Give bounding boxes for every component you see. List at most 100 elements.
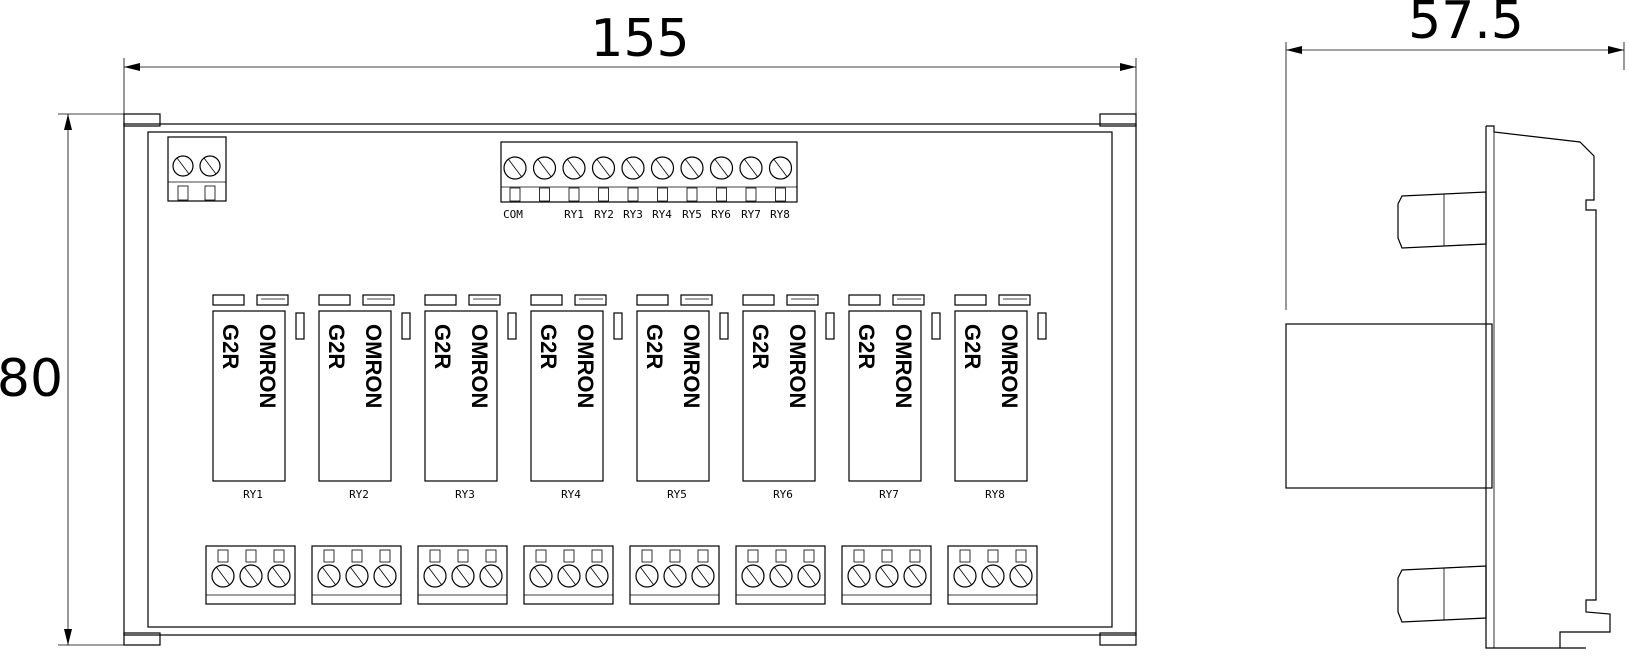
side-view bbox=[1285, 125, 1611, 649]
relay-label: RY8 bbox=[985, 488, 1005, 501]
led-indicator bbox=[1037, 312, 1047, 340]
pcb-outline bbox=[147, 131, 1113, 628]
side-base bbox=[1485, 126, 1586, 649]
relay-pad bbox=[468, 294, 501, 306]
relay-brand: OMRON bbox=[467, 324, 492, 408]
screw-icon bbox=[621, 156, 645, 180]
screw-icon bbox=[239, 564, 263, 588]
output-terminal-block bbox=[205, 545, 296, 605]
relay-pad bbox=[954, 294, 987, 306]
relay-pad bbox=[680, 294, 713, 306]
relay-brand: OMRON bbox=[255, 324, 280, 408]
relay-body bbox=[848, 310, 922, 482]
led-indicator bbox=[401, 312, 411, 340]
housing-outline bbox=[123, 123, 1137, 636]
screw-icon bbox=[532, 156, 557, 180]
relay-body bbox=[318, 310, 392, 482]
screw-icon bbox=[345, 564, 369, 588]
output-terminal-block bbox=[417, 545, 508, 605]
relay-label: RY1 bbox=[243, 488, 263, 501]
relay-pad bbox=[530, 294, 563, 306]
screw-icon bbox=[663, 564, 687, 588]
relay-model: G2R bbox=[430, 324, 455, 369]
signal-terminal-label: COM bbox=[503, 208, 523, 221]
led-indicator bbox=[825, 312, 835, 340]
led-indicator bbox=[719, 312, 729, 340]
output-terminal-blocks bbox=[205, 545, 1038, 605]
screw-icon bbox=[797, 564, 821, 588]
power-terminal-block bbox=[167, 136, 227, 202]
led-indicator bbox=[295, 312, 305, 340]
relay-pad bbox=[574, 294, 607, 306]
relay: G2R OMRON RY3 bbox=[424, 294, 517, 501]
relay-body bbox=[212, 310, 286, 482]
led-indicator bbox=[931, 312, 941, 340]
relay-model: G2R bbox=[642, 324, 667, 369]
screw-icon bbox=[691, 564, 715, 588]
height-dimension-text: 80 bbox=[0, 349, 63, 409]
relay: G2R OMRON RY8 bbox=[954, 294, 1047, 501]
screw-icon bbox=[739, 156, 763, 180]
relay-body bbox=[424, 310, 498, 482]
relay-model: G2R bbox=[748, 324, 773, 369]
screw-icon bbox=[557, 564, 581, 588]
screw-icon bbox=[709, 156, 734, 180]
screw-icon bbox=[680, 156, 704, 180]
rail-clip-top-left bbox=[123, 113, 161, 127]
relay-model: G2R bbox=[218, 324, 243, 369]
relay-body bbox=[742, 310, 816, 482]
relay-model: G2R bbox=[324, 324, 349, 369]
screw-icon bbox=[451, 564, 475, 588]
width-dimension: 155 bbox=[123, 9, 1137, 118]
relay-pad bbox=[636, 294, 669, 306]
screw-icon bbox=[172, 155, 194, 177]
screw-icon bbox=[953, 564, 977, 588]
screw-icon bbox=[741, 564, 765, 588]
screw-icon bbox=[317, 564, 341, 588]
screw-icon bbox=[1009, 564, 1033, 588]
relay-body bbox=[636, 310, 710, 482]
width-dimension-text: 155 bbox=[590, 9, 689, 69]
screw-icon bbox=[423, 564, 447, 588]
screw-icon bbox=[211, 564, 235, 588]
output-terminal-block bbox=[735, 545, 826, 605]
signal-terminal-block bbox=[500, 141, 798, 203]
screw-icon bbox=[479, 564, 503, 588]
relay-pad bbox=[212, 294, 245, 306]
screw-icon bbox=[650, 156, 675, 180]
relay-model: G2R bbox=[854, 324, 879, 369]
output-terminal-block bbox=[523, 545, 614, 605]
relay-model: G2R bbox=[960, 324, 985, 369]
screw-icon bbox=[981, 564, 1005, 588]
relay-model: G2R bbox=[536, 324, 561, 369]
relay-pad bbox=[892, 294, 925, 306]
relay-pad bbox=[848, 294, 881, 306]
relay-brand: OMRON bbox=[679, 324, 704, 408]
screw-icon bbox=[373, 564, 397, 588]
output-terminal-block bbox=[629, 545, 720, 605]
relay-label: RY7 bbox=[879, 488, 899, 501]
signal-terminal-label: RY3 bbox=[623, 208, 643, 221]
relay-brand: OMRON bbox=[997, 324, 1022, 408]
screw-icon bbox=[635, 564, 659, 588]
side-lower-terminal bbox=[1397, 565, 1487, 623]
screw-icon bbox=[503, 156, 527, 180]
side-relay-body bbox=[1285, 323, 1493, 489]
relay-label: RY3 bbox=[455, 488, 475, 501]
screw-icon bbox=[591, 156, 616, 180]
relay-pad bbox=[742, 294, 775, 306]
relay-pad bbox=[424, 294, 457, 306]
relay-brand: OMRON bbox=[361, 324, 386, 408]
relay-pad bbox=[786, 294, 819, 306]
rail-clip-bottom-left bbox=[123, 632, 161, 646]
output-terminal-block bbox=[841, 545, 932, 605]
signal-terminal-label: RY2 bbox=[594, 208, 614, 221]
